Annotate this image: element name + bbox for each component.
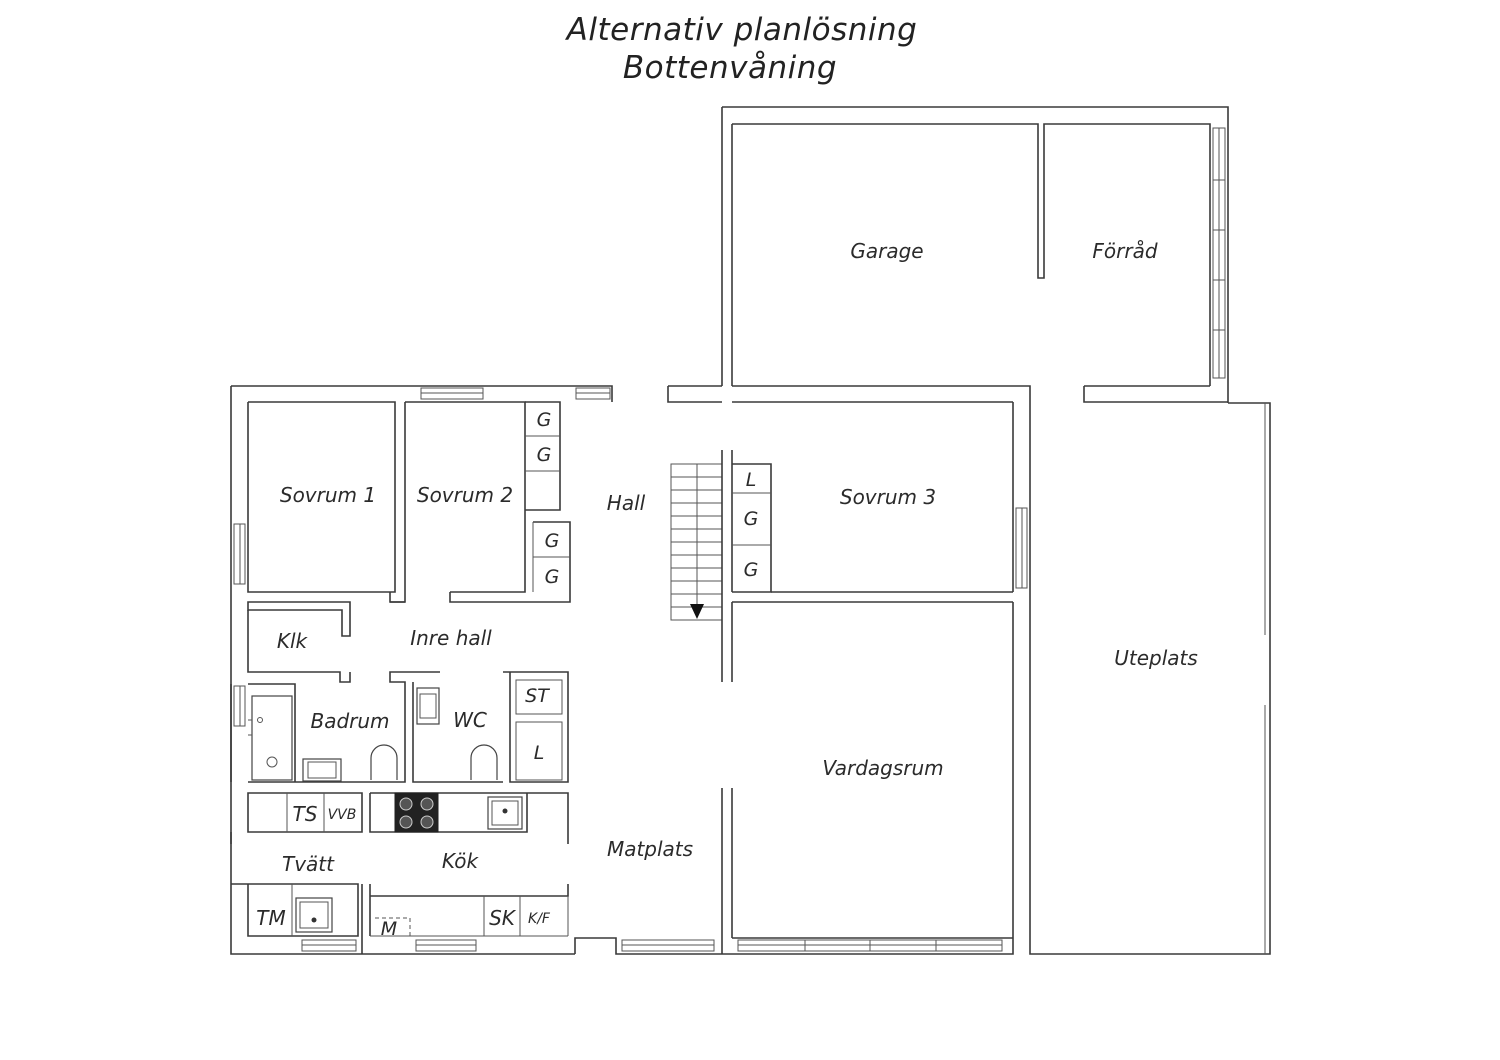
- wardrobe-label: G: [537, 444, 552, 466]
- wardrobe-label: G: [744, 508, 759, 530]
- room-label-badrum: Badrum: [310, 709, 389, 733]
- room-label-kok: Kök: [442, 849, 480, 873]
- wardrobe-label: G: [545, 530, 560, 552]
- room-label-sovrum-2: Sovrum 2: [417, 483, 513, 507]
- dryer-label-ts: TS: [293, 802, 318, 826]
- wardrobe-label: G: [744, 559, 759, 581]
- fridge-freezer-label-kf: K/F: [528, 911, 551, 927]
- room-labels: Garage Förråd Sovrum 1 Sovrum 2 Sovrum 3…: [277, 239, 1198, 876]
- badrum-toilet: [370, 744, 398, 780]
- wc-sink: [416, 687, 440, 725]
- room-label-sovrum-1: Sovrum 1: [280, 483, 376, 507]
- wardrobe-label: G: [537, 409, 552, 431]
- room-label-inre-hall: Inre hall: [410, 626, 492, 650]
- garage-block-walls: [721, 106, 1229, 403]
- room-label-garage: Garage: [850, 239, 923, 263]
- bathroom-fixtures: [248, 687, 498, 782]
- water-heater-label-vvb: VVB: [328, 807, 357, 823]
- dishwasher-label-sk: SK: [489, 906, 517, 930]
- room-label-sovrum-3: Sovrum 3: [840, 485, 936, 509]
- fixture-labels: G G G G L G G ST L TS VVB TM M SK K/F: [256, 409, 758, 940]
- washer-label-tm: TM: [256, 906, 285, 930]
- microwave-label-m: M: [381, 918, 397, 940]
- room-label-uteplats: Uteplats: [1114, 646, 1198, 670]
- room-label-matplats: Matplats: [607, 837, 693, 861]
- room-label-klk: Klk: [277, 629, 309, 653]
- laundry-sink: [295, 897, 333, 933]
- room-label-forrad: Förråd: [1092, 239, 1157, 263]
- room-label-vardagsrum: Vardagsrum: [822, 756, 943, 780]
- windows: [233, 387, 1028, 952]
- room-label-hall: Hall: [607, 491, 646, 515]
- room-label-tvatt: Tvätt: [282, 852, 335, 876]
- wc-toilet: [470, 744, 498, 780]
- stair-arrow-icon: [690, 604, 704, 619]
- plan-title: Alternativ planlösning: [566, 12, 918, 48]
- storage-label-st: ST: [525, 685, 550, 707]
- plan-subtitle: Bottenvåning: [622, 50, 838, 86]
- room-label-wc: WC: [453, 708, 487, 732]
- linen-closet-label: L: [534, 742, 545, 764]
- wardrobe-label: G: [545, 566, 560, 588]
- bathtub: [251, 695, 293, 781]
- badrum-sink: [302, 758, 342, 782]
- interior-walls: [230, 401, 1013, 954]
- linen-closet-label: L: [746, 469, 757, 491]
- kitchen-fixtures: [295, 792, 523, 933]
